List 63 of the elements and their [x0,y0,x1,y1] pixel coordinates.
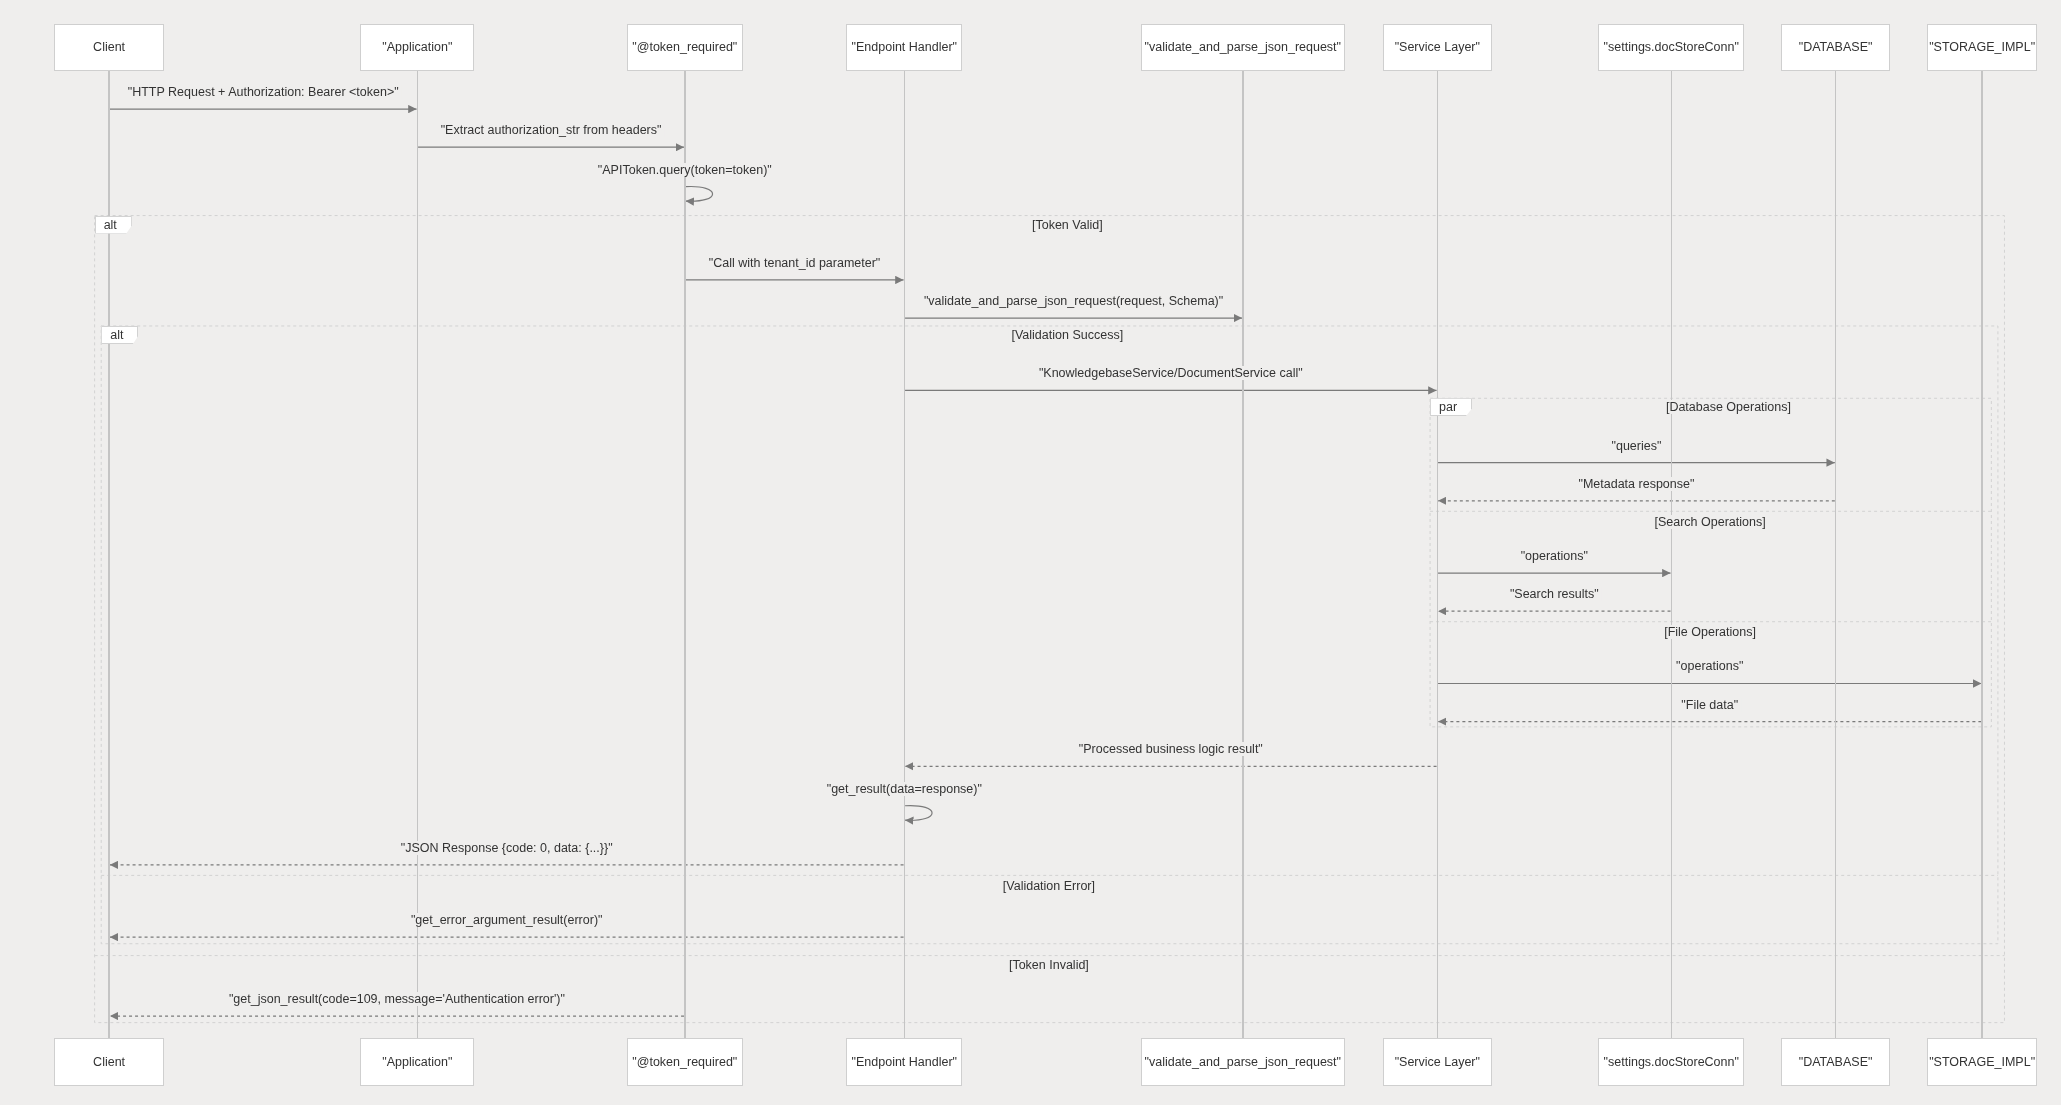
participant-box [1926,23,2038,71]
participant-label: "STORAGE_IMPL" [1929,40,2036,55]
participant-label: "settings.docStoreConn" [1603,40,1739,55]
participant-label: "validate_and_parse_json_request" [1144,1055,1341,1070]
participant-label: "Endpoint Handler" [851,40,958,55]
participant-box [1926,1038,2038,1086]
participant-label: "Service Layer" [1394,40,1480,55]
participant-label: "Endpoint Handler" [851,1055,958,1070]
message-arrow [904,762,1438,771]
fragment-tag: alt [101,325,139,344]
lifeline [1242,70,1244,1039]
message-arrow [417,143,685,152]
message-arrow [109,933,905,942]
participant-box [1781,1038,1891,1086]
message-arrow [904,386,1438,395]
participant-label: "@token_required" [632,1055,738,1070]
participant-label: "Application" [382,1055,453,1070]
fragment-tag: par [1430,398,1473,417]
message-arrow [109,1011,685,1021]
participant-box [360,23,475,71]
message-arrow [1437,717,1982,726]
participant-box [360,1038,475,1086]
lifeline [1436,70,1439,1039]
self-message-arrow [904,805,933,825]
lifeline [684,70,686,1039]
participant-box [53,23,165,71]
message-arrow [1437,568,1672,578]
participant-label: "@token_required" [632,40,738,55]
participant-label: "settings.docStoreConn" [1603,1055,1739,1070]
participant-box [626,23,743,71]
lifeline [108,70,110,1039]
participant-label: "validate_and_parse_json_request" [1144,40,1341,55]
lifeline [1670,70,1672,1039]
participant-box [1382,23,1492,71]
participant-box [1140,1038,1345,1086]
message-arrow [684,275,905,285]
participant-box [1598,23,1745,71]
message-arrow [1437,458,1836,467]
participant-box [1781,23,1891,71]
lifeline [1981,70,1983,1039]
participant-label: "STORAGE_IMPL" [1929,1055,2036,1070]
participant-box [1140,23,1345,71]
participant-label: "Service Layer" [1394,1055,1480,1070]
participant-label: "DATABASE" [1798,40,1873,55]
message-arrow [109,104,418,114]
message-arrow [904,313,1243,323]
participant-label: Client [93,1055,126,1070]
participant-label: "DATABASE" [1798,1055,1873,1070]
message-arrow [1437,607,1672,616]
participant-box [1598,1038,1745,1086]
message-arrow [109,860,905,870]
message-arrow [1437,679,1982,688]
participant-box [846,1038,963,1086]
lifeline [1834,70,1837,1039]
participant-box [626,1038,743,1086]
participant-label: "Application" [382,40,453,55]
participant-box [1382,1038,1492,1086]
participant-label: Client [93,40,126,55]
message-arrow [1437,496,1836,505]
participant-box [53,1038,165,1086]
fragment-tag: alt [94,215,132,234]
participant-box [846,23,963,71]
self-message-arrow [684,185,714,206]
